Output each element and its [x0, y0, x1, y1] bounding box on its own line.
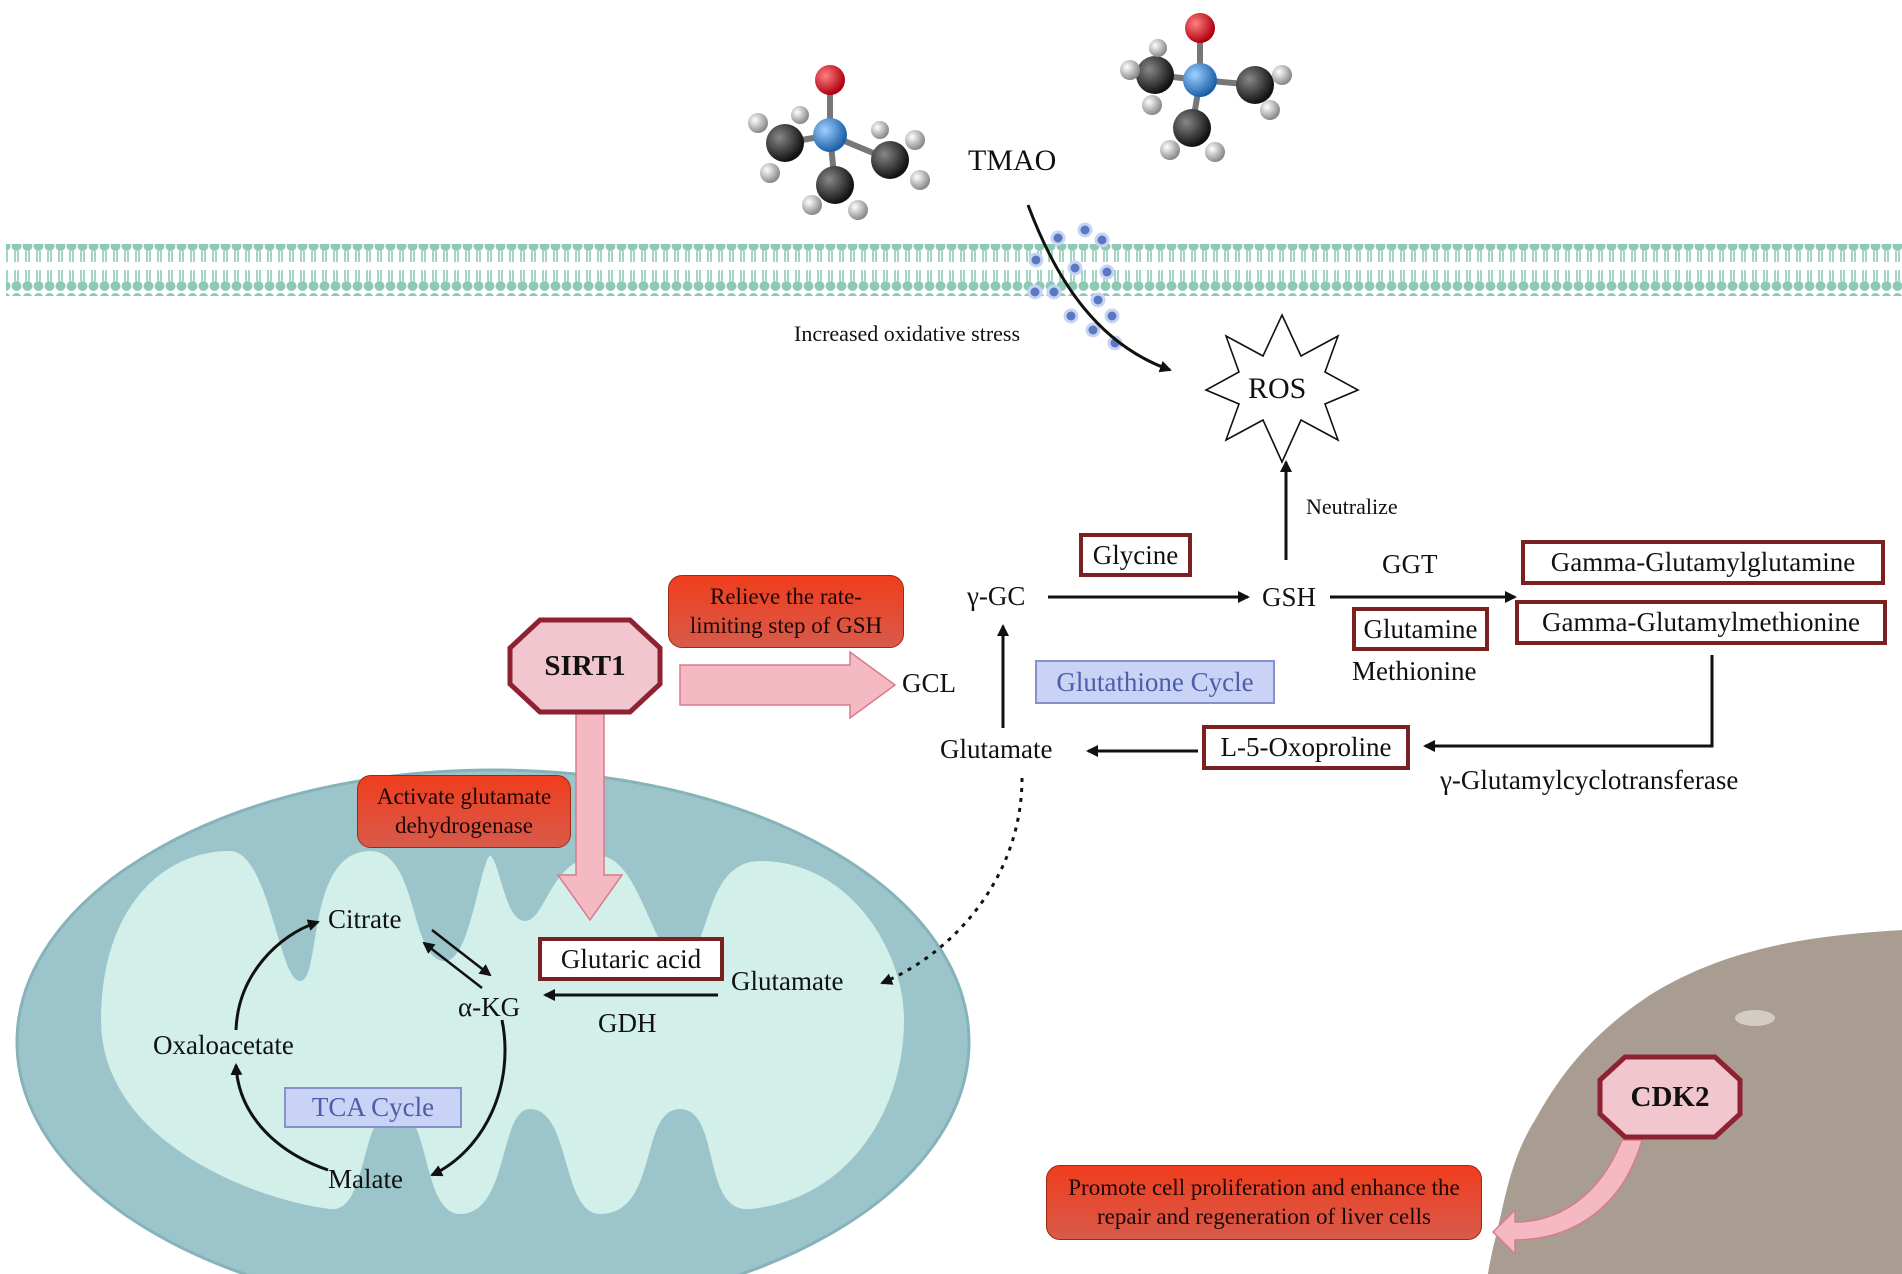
gcl-label: GCL [902, 668, 956, 698]
products-to-oxoproline-arrow [1423, 655, 1714, 752]
glutamate-transport-dotted-arrow [880, 777, 1024, 985]
gdh-label: GDH [598, 1008, 657, 1038]
cyclotransferase-label: γ-Glutamylcyclotransferase [1440, 765, 1739, 795]
akg-label: α-KG [458, 992, 521, 1022]
sirt1-to-mito-arrow [556, 709, 624, 922]
gsh-label: GSH [1262, 582, 1317, 612]
akg-to-citrate-arrow [422, 941, 483, 989]
note-activate-gdh: Activate glutamate dehydrogenase [357, 775, 571, 848]
oxaloacetate-label: Oxaloacetate [153, 1030, 294, 1060]
tmao-entry-particles [1027, 222, 1123, 351]
tmao-to-ros-arrow [1026, 204, 1172, 373]
sirt1-to-gcl-arrow [679, 650, 897, 720]
tca-cycle-label: TCA Cycle [284, 1087, 462, 1128]
glutamate-label: Glutamate [940, 734, 1053, 764]
tca-malate-to-oxaloacetate-arrow [230, 1063, 329, 1172]
citrate-to-akg-arrow [431, 929, 492, 977]
gamma-glutamylmethionine-box: Gamma-Glutamylmethionine [1515, 600, 1887, 645]
mito-glutamate-label: Glutamate [731, 966, 844, 996]
glutathione-cycle-label: Glutathione Cycle [1035, 660, 1275, 704]
tca-oxaloacetate-to-citrate-arrow [234, 919, 320, 1031]
sirt1-label: SIRT1 [544, 649, 626, 682]
neutralize-label: Neutralize [1306, 494, 1398, 519]
glycine-box: Glycine [1079, 533, 1192, 577]
gamma-glutamylglutamine-box: Gamma-Glutamylglutamine [1521, 540, 1885, 585]
tmao-label: TMAO [968, 144, 1057, 177]
methionine-label: Methionine [1352, 656, 1477, 686]
malate-label: Malate [328, 1164, 403, 1194]
cdk2-octagon [1597, 1054, 1743, 1140]
cell-membrane [6, 244, 1902, 296]
oxoproline-box: L-5-Oxoproline [1202, 725, 1410, 770]
glutamine-box: Glutamine [1352, 607, 1489, 651]
ggt-label: GGT [1382, 549, 1438, 579]
cdk2-to-note-arrow [1491, 1139, 1643, 1256]
ros-label: ROS [1248, 372, 1307, 405]
cdk2-label: CDK2 [1630, 1080, 1710, 1113]
tmao-molecule-left [748, 65, 930, 220]
note-relieve-rate-limiting: Relieve the rate-limiting step of GSH [668, 575, 904, 648]
tmao-molecule-right [1120, 13, 1292, 162]
citrate-label: Citrate [328, 904, 402, 934]
note-promote-proliferation: Promote cell proliferation and enhance t… [1046, 1165, 1482, 1240]
sirt1-octagon [507, 617, 663, 715]
tca-akg-to-malate-arrow [430, 1019, 507, 1177]
glutaric-acid-box: Glutaric acid [538, 937, 724, 981]
oxidative-stress-label: Increased oxidative stress [794, 321, 1021, 346]
liver-highlight [1735, 1010, 1775, 1026]
gamma-gc-label: γ-GC [967, 581, 1026, 611]
